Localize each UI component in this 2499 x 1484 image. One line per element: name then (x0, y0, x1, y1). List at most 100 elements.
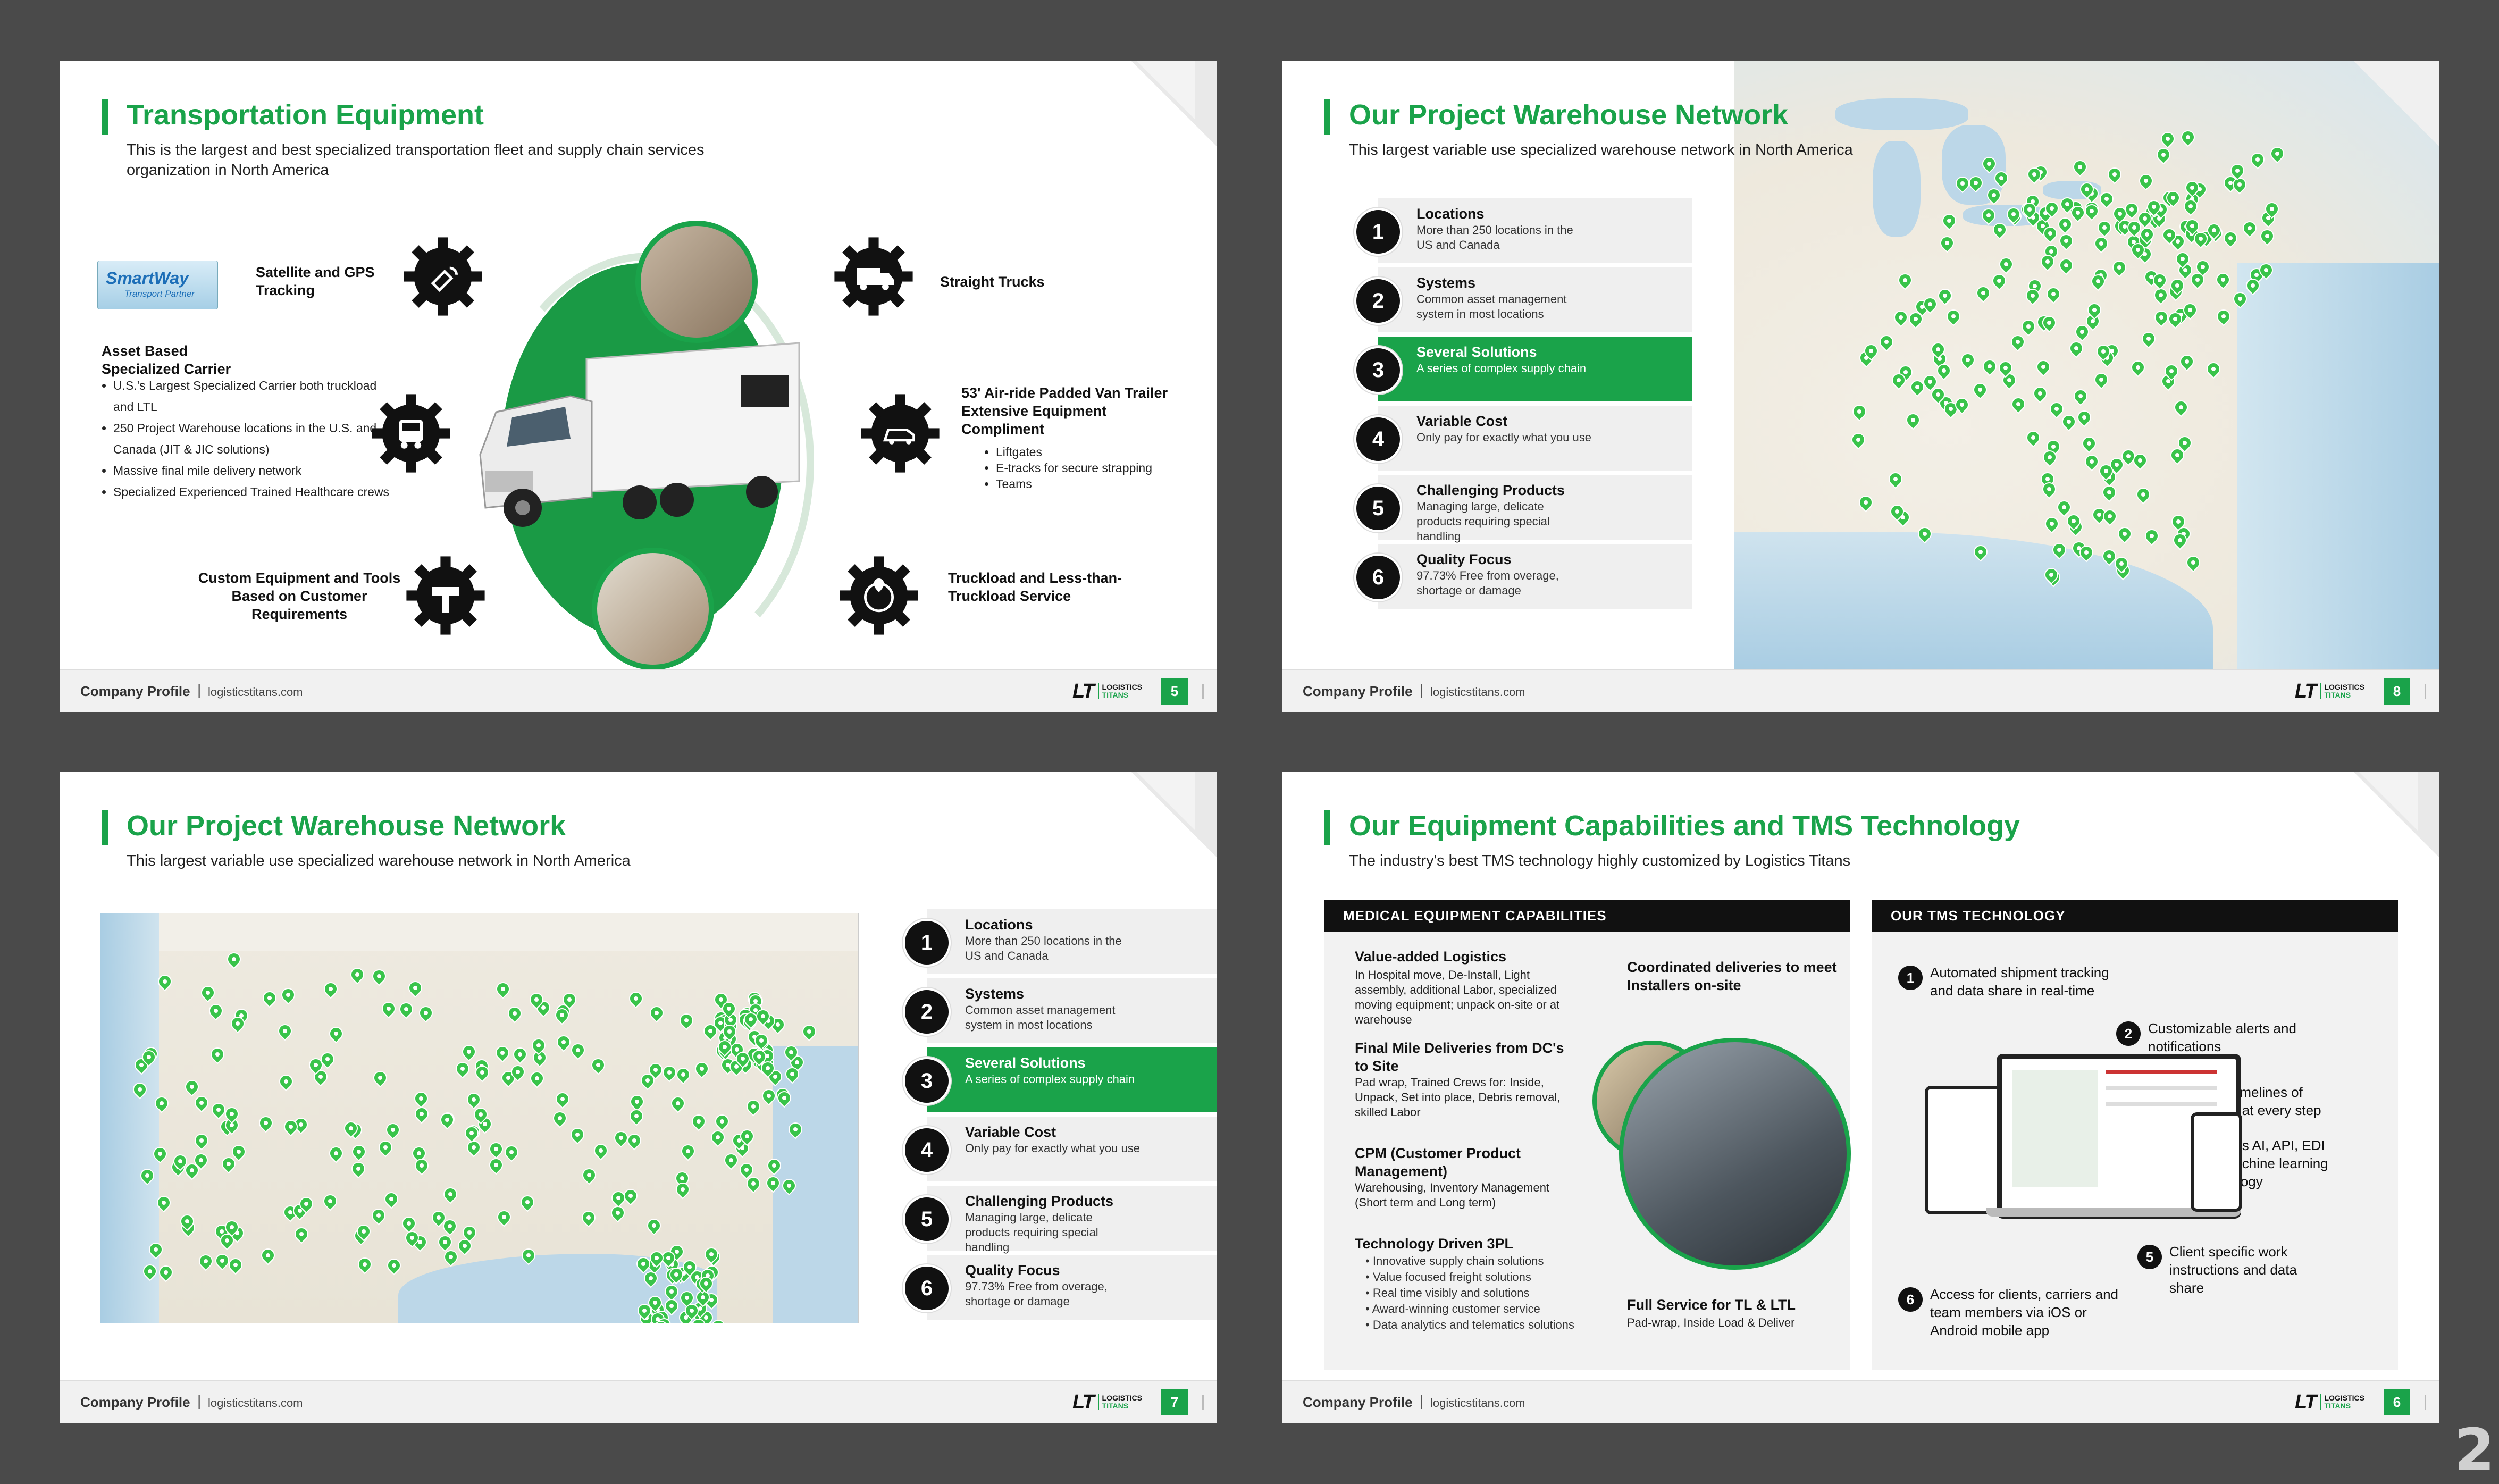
warehouse-pin[interactable] (2248, 150, 2268, 170)
warehouse-pin[interactable] (2092, 370, 2111, 390)
warehouse-pin[interactable] (198, 983, 218, 1003)
warehouse-pin[interactable] (1996, 254, 2016, 274)
warehouse-pin[interactable] (626, 1106, 647, 1126)
warehouse-pin[interactable] (2139, 329, 2159, 349)
warehouse-pin[interactable] (370, 1068, 390, 1088)
warehouse-pin[interactable] (624, 1130, 644, 1150)
warehouse-pin[interactable] (1939, 211, 1959, 231)
warehouse-pin[interactable] (196, 1251, 216, 1271)
warehouse-pin[interactable] (437, 1110, 457, 1130)
warehouse-pin[interactable] (326, 1143, 346, 1163)
warehouse-pin[interactable] (673, 1064, 693, 1085)
warehouse-pin[interactable] (2142, 526, 2162, 546)
warehouse-pin[interactable] (207, 1044, 228, 1064)
warehouse-pin[interactable] (2066, 338, 2086, 358)
warehouse-pin[interactable] (2128, 357, 2148, 378)
slide-transportation-equipment[interactable]: Transportation Equipment This is the lar… (60, 61, 1217, 712)
warehouse-pin[interactable] (2178, 128, 2198, 147)
warehouse-pin[interactable] (2109, 258, 2129, 278)
warehouse-pin[interactable] (1856, 492, 1876, 513)
warehouse-pin[interactable] (1943, 306, 1964, 326)
warehouse-pin[interactable] (2158, 129, 2178, 149)
warehouse-pin[interactable] (1970, 380, 1990, 400)
warehouse-pin[interactable] (1885, 469, 1906, 489)
warehouse-pin[interactable] (744, 1096, 764, 1117)
warehouse-pin[interactable] (510, 1044, 530, 1064)
warehouse-pin[interactable] (2203, 359, 2224, 379)
warehouse-pin[interactable] (384, 1255, 404, 1276)
warehouse-pin[interactable] (2257, 226, 2277, 246)
warehouse-pin[interactable] (440, 1184, 460, 1204)
warehouse-pin[interactable] (588, 1055, 608, 1075)
warehouse-pin[interactable] (529, 1035, 549, 1055)
warehouse-pin[interactable] (459, 1042, 479, 1062)
warehouse-pin[interactable] (2099, 482, 2119, 502)
warehouse-pin[interactable] (259, 988, 280, 1008)
warehouse-pin[interactable] (416, 1003, 436, 1023)
footer-url[interactable]: logisticstitans.com (208, 1396, 303, 1410)
slide-warehouse-network-east[interactable]: Our Project Warehouse Network This large… (1282, 61, 2439, 712)
warehouse-pin[interactable] (678, 1141, 698, 1161)
warehouse-pin[interactable] (258, 1245, 278, 1265)
warehouse-pin[interactable] (2136, 171, 2156, 191)
warehouse-pin[interactable] (1891, 307, 1911, 328)
warehouse-pin[interactable] (1973, 283, 1993, 303)
warehouse-pin[interactable] (2177, 351, 2197, 372)
warehouse-pin[interactable] (647, 1003, 667, 1023)
footer-url[interactable]: logisticstitans.com (208, 685, 303, 699)
warehouse-pin[interactable] (368, 1206, 389, 1226)
warehouse-pin[interactable] (379, 999, 399, 1019)
slide-warehouse-network-us[interactable]: Our Project Warehouse Network This large… (60, 772, 1217, 1423)
warehouse-pin[interactable] (399, 1213, 419, 1234)
warehouse-pin[interactable] (2115, 524, 2135, 544)
warehouse-pin[interactable] (620, 1186, 640, 1206)
warehouse-pin[interactable] (2023, 427, 2043, 448)
warehouse-pin[interactable] (2074, 407, 2094, 427)
warehouse-pin[interactable] (1848, 430, 1868, 450)
east-us-map[interactable] (1734, 61, 2439, 678)
warehouse-pin[interactable] (2153, 145, 2173, 165)
warehouse-pin[interactable] (2151, 307, 2171, 328)
warehouse-pin[interactable] (1935, 286, 1955, 306)
warehouse-pin[interactable] (2008, 395, 2028, 414)
warehouse-pin[interactable] (276, 1071, 296, 1092)
warehouse-pin[interactable] (2171, 397, 2191, 417)
warehouse-pin[interactable] (1980, 357, 2000, 376)
warehouse-pin[interactable] (501, 1142, 521, 1162)
warehouse-pin[interactable] (2047, 399, 2067, 419)
warehouse-pin[interactable] (2059, 412, 2079, 431)
warehouse-pin[interactable] (591, 1141, 611, 1161)
warehouse-pin[interactable] (494, 1207, 514, 1227)
warehouse-pin[interactable] (626, 988, 646, 1008)
slide-equipment-tms[interactable]: Our Equipment Capabilities and TMS Techn… (1282, 772, 2439, 1423)
warehouse-pin[interactable] (348, 1159, 368, 1179)
warehouse-pin[interactable] (2082, 451, 2102, 472)
warehouse-pin[interactable] (486, 1155, 506, 1175)
warehouse-pin[interactable] (2043, 284, 2063, 304)
warehouse-pin[interactable] (2019, 316, 2039, 336)
warehouse-pin[interactable] (2213, 270, 2233, 289)
warehouse-pin[interactable] (2267, 144, 2287, 164)
warehouse-pin[interactable] (191, 1093, 212, 1113)
warehouse-pin[interactable] (347, 965, 367, 985)
warehouse-pin[interactable] (349, 1142, 369, 1162)
warehouse-pin[interactable] (2070, 157, 2090, 177)
warehouse-pin[interactable] (517, 1192, 538, 1212)
warehouse-pin[interactable] (435, 1232, 455, 1252)
warehouse-pin[interactable] (712, 1111, 732, 1131)
warehouse-pin[interactable] (708, 1127, 728, 1147)
warehouse-pin[interactable] (381, 1189, 401, 1209)
warehouse-pin[interactable] (608, 1203, 627, 1223)
warehouse-pin[interactable] (291, 1224, 312, 1244)
warehouse-pin[interactable] (486, 1139, 506, 1159)
warehouse-pin[interactable] (2082, 201, 2102, 221)
warehouse-pin[interactable] (2213, 306, 2234, 326)
warehouse-pin[interactable] (256, 1113, 276, 1133)
warehouse-pin[interactable] (553, 1089, 573, 1109)
warehouse-pin[interactable] (1895, 270, 1915, 290)
warehouse-pin[interactable] (2133, 484, 2153, 505)
warehouse-pin[interactable] (2042, 514, 2061, 534)
warehouse-pin[interactable] (326, 1024, 346, 1044)
footer-url[interactable]: logisticstitans.com (1430, 685, 1525, 699)
warehouse-pin[interactable] (2240, 218, 2259, 238)
